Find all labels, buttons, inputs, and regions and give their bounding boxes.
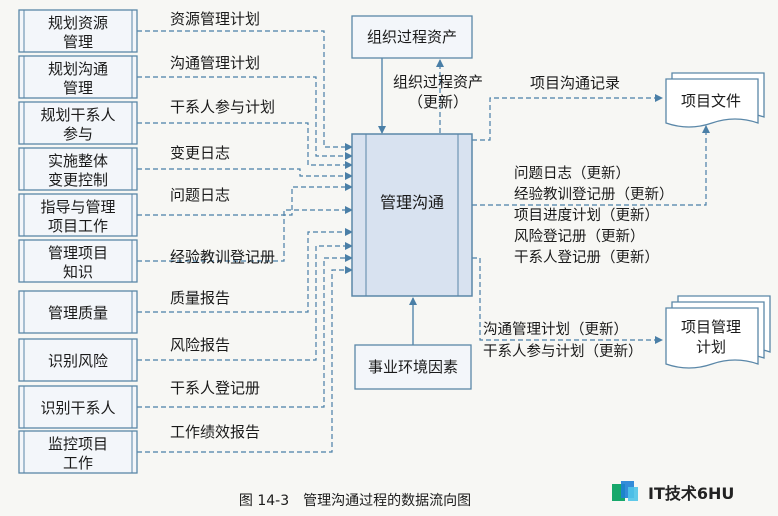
output-records-label: 项目沟通记录 [530,74,620,92]
input-box-label: 项目工作 [48,217,108,235]
input-flow-label: 风险报告 [170,336,230,354]
input-flow-label: 干系人登记册 [170,379,260,397]
input-box-label: 管理 [63,33,93,51]
input-box-3 [18,101,138,145]
output-plans-arrow [472,257,663,344]
input-flow-label: 沟通管理计划 [170,54,260,72]
input-flow-label: 经验教训登记册 [170,248,275,266]
input-flow-arrow [137,183,353,216]
output-document-label: 项目进度计划（更新） [514,207,659,224]
input-flow-arrow [137,266,353,453]
input-box-label: 监控项目 [48,435,108,453]
output-plan-label: 干系人参与计划（更新） [483,343,643,360]
bottom-factor-box [354,344,472,390]
output-document-label: 干系人登记册（更新） [514,249,659,266]
input-box-label: 规划资源 [48,14,108,32]
input-box-label: 知识 [63,263,93,281]
input-box-label: 参与 [63,125,93,143]
input-box-label: 规划干系人 [40,106,115,124]
pm-plan-doc-front [665,307,759,369]
bottom-factor-label: 事业环境因素 [368,358,458,376]
project-files-doc-front [665,78,759,128]
output-plan-label: 沟通管理计划（更新） [483,321,628,338]
input-flow-label: 工作绩效报告 [170,423,260,441]
top-asset-update-label: 组织过程资产 [393,73,483,91]
watermark-text: IT技术6HU [648,484,735,503]
input-box-label: 工作 [63,454,93,472]
input-box-label: 管理 [63,79,93,97]
input-box-label: 管理项目 [48,244,108,262]
input-flow-arrow [137,228,353,313]
input-box-4 [18,147,138,191]
input-box-label: 识别风险 [48,352,108,370]
input-box-label: 规划沟通 [48,60,108,78]
input-box-label: 指导与管理 [40,198,115,216]
center-process-box [351,133,473,297]
top-asset-update-label: （更新） [408,93,468,111]
input-flow-arrow [137,76,353,160]
output-documents-arrow [472,125,710,206]
input-flow-label: 资源管理计划 [170,10,260,28]
input-flow-label: 变更日志 [170,144,230,162]
watermark-logo-icon [612,481,642,503]
input-flow-arrow [137,122,353,169]
input-box-10 [18,430,138,474]
input-flow-arrow [137,168,353,180]
top-asset-box [351,15,473,59]
input-box-5 [18,193,138,237]
input-flow-arrow [137,206,353,262]
input-box-label: 实施整体 [48,152,108,170]
output-records-arrow [472,94,663,141]
input-flow-arrow [137,242,353,361]
output-document-label: 问题日志（更新） [514,165,630,182]
input-box-8 [18,338,138,382]
output-document-label: 经验教训登记册（更新） [514,186,674,203]
watermark: IT技术6HU [612,480,734,504]
input-box-2 [18,55,138,99]
input-box-9 [18,385,138,429]
input-box-6 [18,239,138,283]
input-flow-arrow [137,30,353,151]
input-box-1 [18,9,138,53]
input-box-label: 管理质量 [48,304,108,322]
pm-plan-label: 项目管理 [681,318,741,336]
input-box-7 [18,290,138,334]
top-asset-label: 组织过程资产 [367,28,457,46]
input-box-label: 变更控制 [48,171,108,189]
center-process-label: 管理沟通 [380,193,444,212]
input-flow-label: 干系人参与计划 [170,98,275,116]
project-files-label: 项目文件 [681,92,741,110]
input-box-label: 识别干系人 [40,399,115,417]
input-flow-label: 质量报告 [170,289,230,307]
input-flow-label: 问题日志 [170,186,230,204]
figure-caption: 图 14-3 管理沟通过程的数据流向图 [239,493,471,509]
output-document-label: 风险登记册（更新） [514,228,645,245]
pm-plan-label: 计划 [696,338,726,356]
